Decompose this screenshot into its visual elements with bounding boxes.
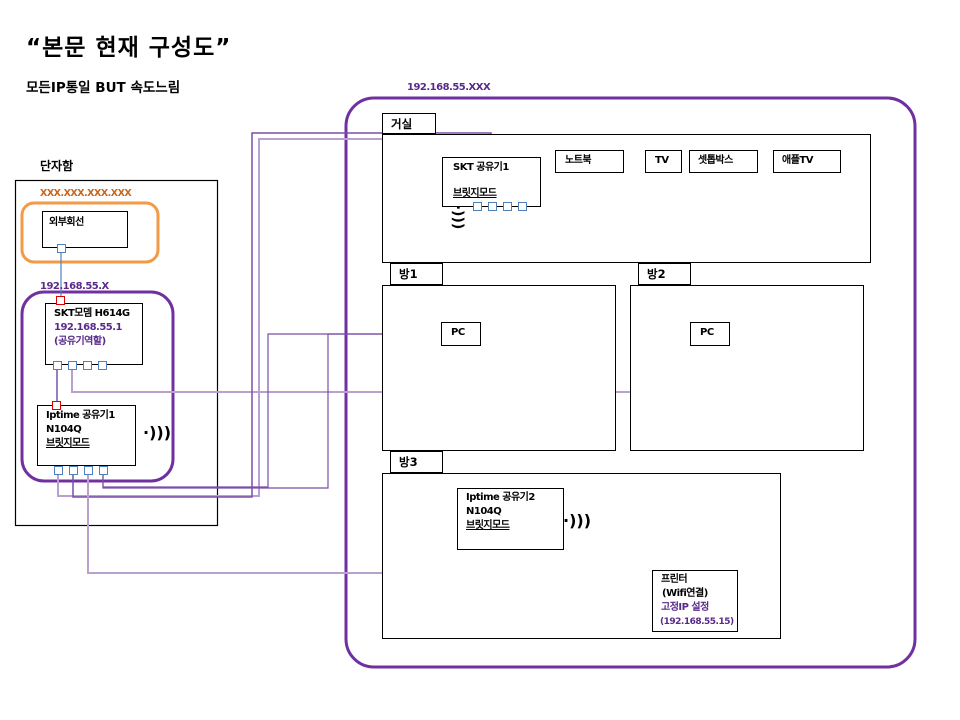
- appletv-label: 애플TV: [782, 155, 813, 166]
- house-subnet-label: 192.168.55.XXX: [407, 82, 491, 93]
- living-room-tab[interactable]: 거실: [382, 113, 436, 135]
- page-title: “본문 현재 구성도”: [26, 35, 232, 61]
- room1-pc-box[interactable]: PC: [441, 322, 481, 346]
- room3-router-mode: 브릿지모드: [466, 520, 510, 531]
- router1-wan-port[interactable]: [52, 401, 61, 410]
- modem-lan-port-4[interactable]: [98, 361, 107, 370]
- modem-name: SKT모뎀 H614G: [54, 308, 130, 319]
- living-router-port-4[interactable]: [518, 202, 527, 211]
- modem-lan-port-3[interactable]: [83, 361, 92, 370]
- room3-router-name: Iptime 공유기2: [466, 492, 535, 503]
- router1-lan-port-2[interactable]: [69, 466, 78, 475]
- internal-network-group: [20, 290, 175, 483]
- terminal-box-label: 단자함: [40, 159, 74, 173]
- printer-connection: (Wifi연결): [662, 588, 708, 599]
- external-line-label: 외부회선: [49, 217, 84, 228]
- room2-tab[interactable]: 방2: [638, 263, 691, 286]
- external-line-box[interactable]: 외부회선: [42, 211, 128, 248]
- living-router-port-3[interactable]: [503, 202, 512, 211]
- modem-wan-port[interactable]: [56, 296, 65, 305]
- room1-pc-label: PC: [451, 327, 465, 338]
- modem-box[interactable]: SKT모뎀 H614G 192.168.55.1 (공유기역할): [45, 303, 143, 365]
- room3-router-model: N104Q: [466, 506, 502, 517]
- router1-wifi-icon: ·))): [143, 423, 172, 442]
- house-boundary: [344, 96, 917, 669]
- room3-router-wifi-icon: ·))): [563, 511, 592, 530]
- printer-box[interactable]: 프린터 (Wifi연결) 고정IP 설정 (192.168.55.15): [652, 570, 738, 632]
- external-ip-label: XXX.XXX.XXX.XXX: [40, 188, 132, 199]
- room1-tab[interactable]: 방1: [390, 263, 443, 286]
- living-router-mode: 브릿지모드: [453, 188, 497, 199]
- external-line-group: [20, 201, 160, 264]
- router1-lan-port-1[interactable]: [54, 466, 63, 475]
- room3-tab[interactable]: 방3: [390, 451, 443, 474]
- living-router-port-1[interactable]: [473, 202, 482, 211]
- living-router-port-2[interactable]: [488, 202, 497, 211]
- modem-lan-port-1[interactable]: [53, 361, 62, 370]
- terminal-box-outline: [14, 179, 219, 527]
- room2-pc-box[interactable]: PC: [690, 322, 730, 346]
- router1-lan-port-3[interactable]: [84, 466, 93, 475]
- modem-ip: 192.168.55.1: [54, 322, 123, 333]
- router1-lan-port-4[interactable]: [99, 466, 108, 475]
- modem-role: (공유기역할): [54, 336, 106, 347]
- router1-model: N104Q: [46, 424, 82, 435]
- room1: [382, 285, 616, 451]
- settop-box[interactable]: 셋톱박스: [689, 150, 758, 173]
- printer-ip-setting: 고정IP 설정: [661, 602, 709, 613]
- page-subtitle: 모든IP통일 BUT 속도느림: [26, 80, 181, 96]
- room3-router-box[interactable]: Iptime 공유기2 N104Q 브릿지모드: [457, 488, 564, 550]
- living-router-name: SKT 공유기1: [453, 162, 509, 173]
- modem-lan-port-2[interactable]: [68, 361, 77, 370]
- router1-box[interactable]: Iptime 공유기1 N104Q 브릿지모드: [37, 405, 136, 466]
- settop-label: 셋톱박스: [698, 155, 733, 166]
- printer-ip: (192.168.55.15): [660, 617, 734, 627]
- laptop-label: 노트북: [565, 155, 592, 166]
- external-line-port[interactable]: [57, 244, 66, 253]
- appletv-box[interactable]: 애플TV: [773, 150, 841, 173]
- laptop-box[interactable]: 노트북: [555, 150, 624, 173]
- tv-box[interactable]: TV: [645, 150, 682, 173]
- internal-subnet-label: 192.168.55.X: [40, 281, 109, 292]
- router1-mode: 브릿지모드: [46, 438, 90, 449]
- room2-pc-label: PC: [700, 327, 714, 338]
- tv-label: TV: [655, 155, 669, 166]
- router1-name: Iptime 공유기1: [46, 410, 115, 421]
- printer-name: 프린터: [661, 574, 688, 585]
- room2: [630, 285, 864, 451]
- living-router-box[interactable]: SKT 공유기1 브릿지모드: [442, 157, 541, 207]
- living-router-wifi-icon: ·))): [449, 204, 466, 230]
